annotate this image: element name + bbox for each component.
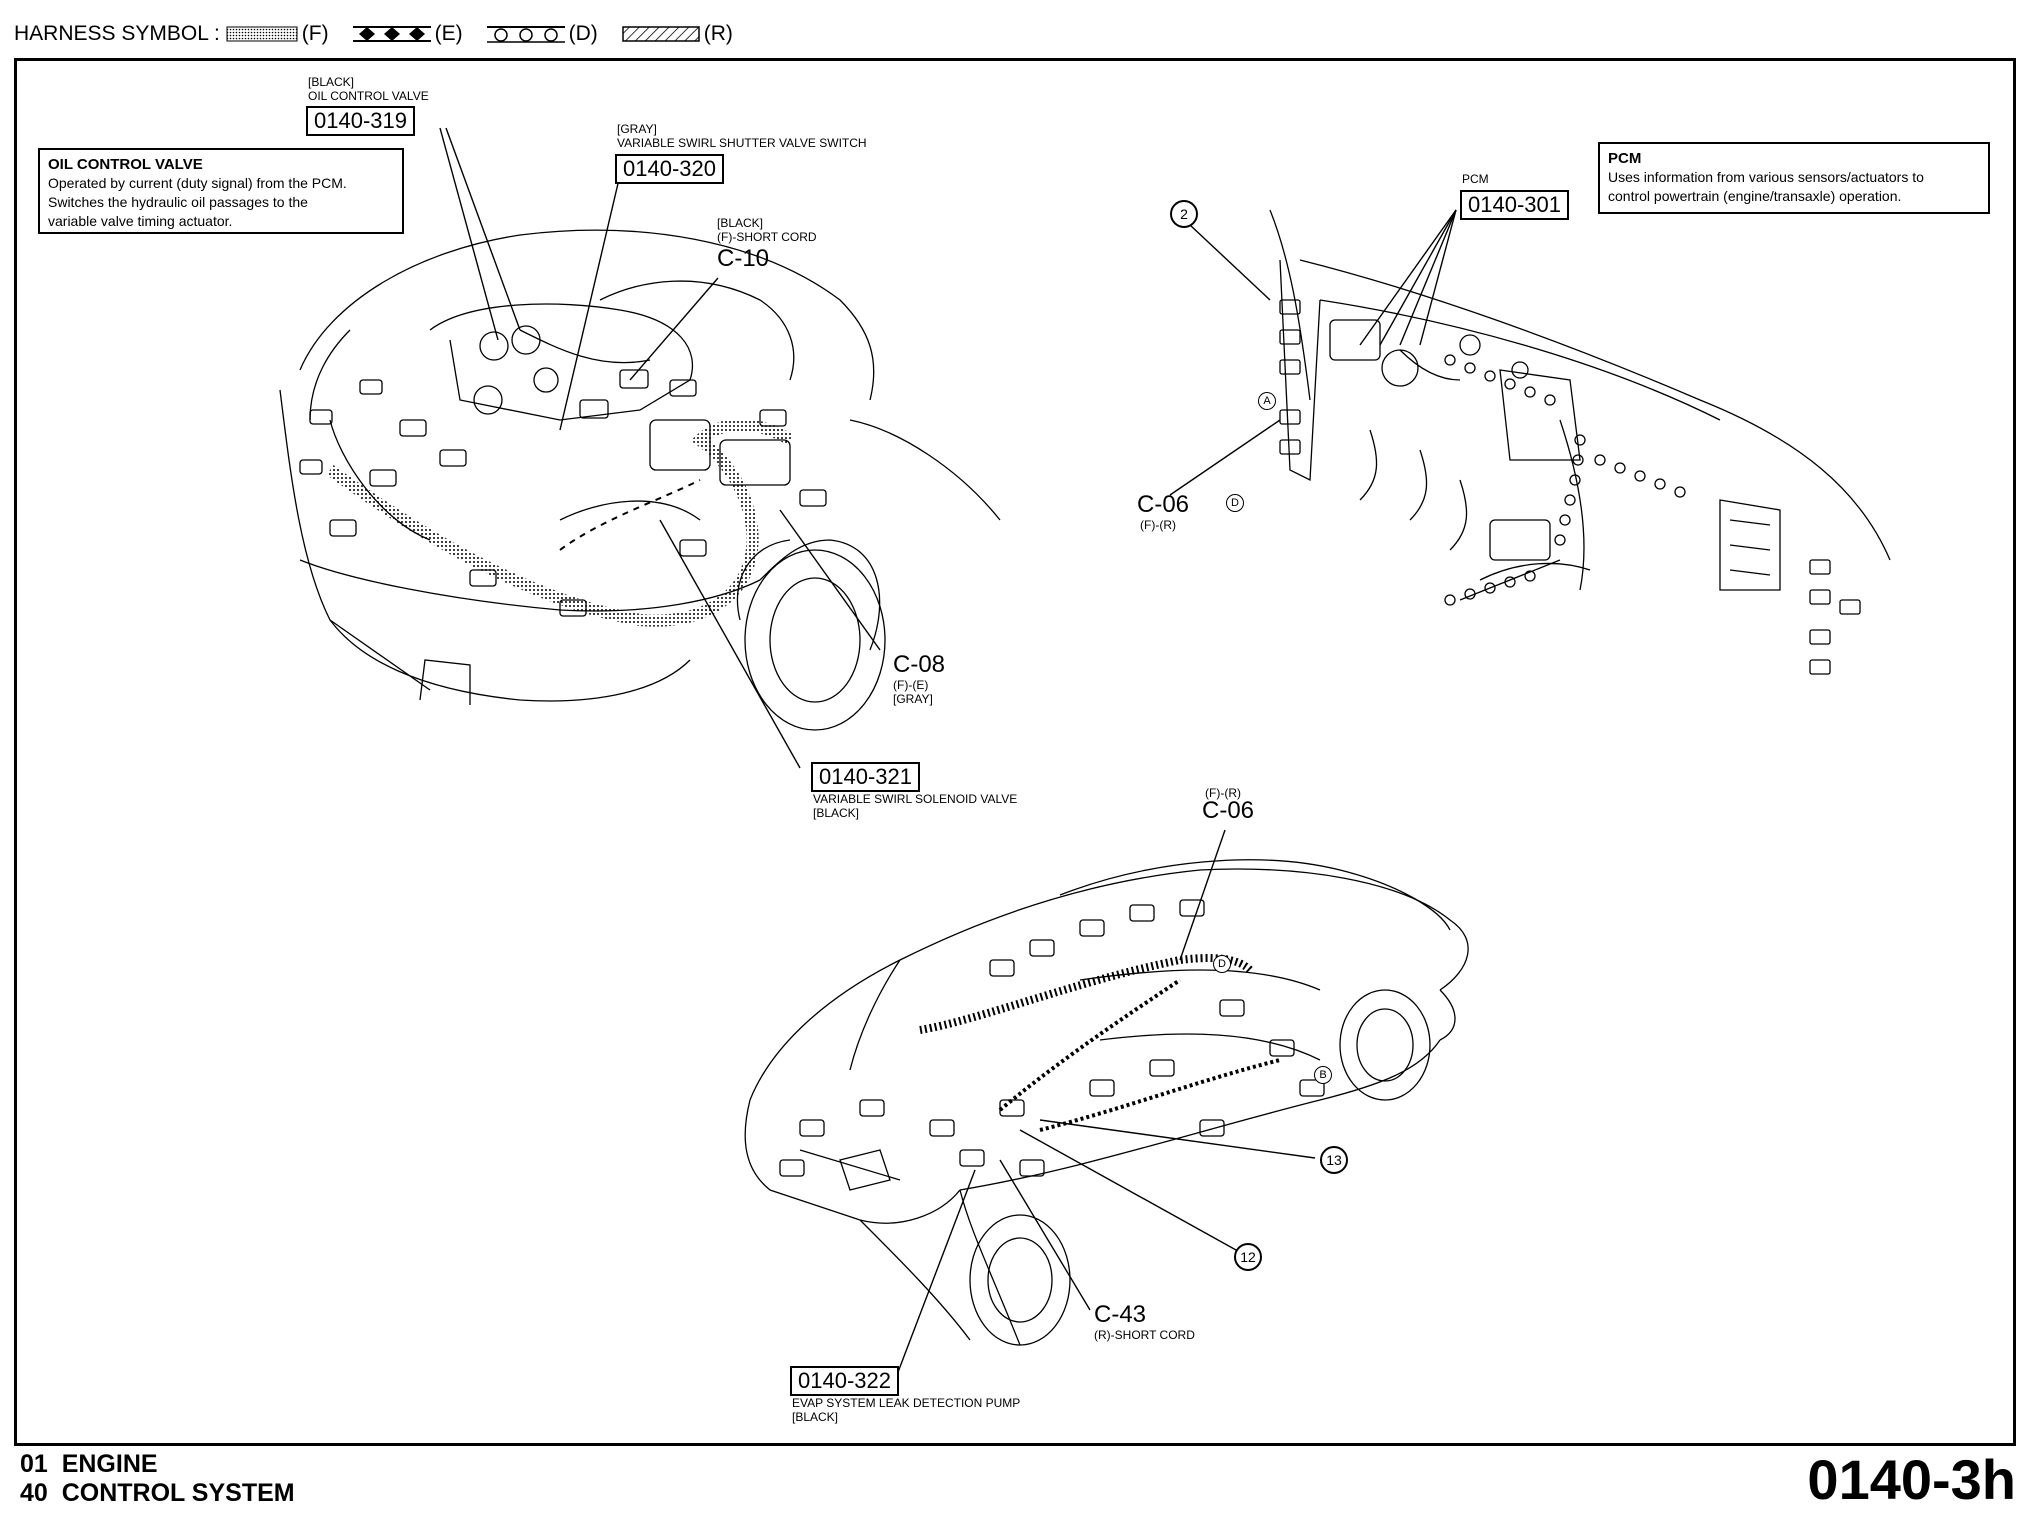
engine-compartment-drawing: [279, 229, 1001, 731]
c10-type: (F)-SHORT CORD: [717, 230, 817, 244]
swirl-shutter-switch-code: 0140-320: [615, 154, 724, 184]
evap-pump-label: EVAP SYSTEM LEAK DETECTION PUMP: [792, 1396, 1021, 1410]
section-footer: 01 ENGINE 40 CONTROL SYSTEM: [20, 1450, 295, 1508]
circle-harness-icon: [486, 24, 565, 44]
c06-dash-connector-id: C-06: [1137, 491, 1190, 518]
evap-pump-color: [BLACK]: [792, 1410, 839, 1424]
c06-dash-type: (F)-(R): [1140, 518, 1176, 532]
diamond-harness-icon: [352, 24, 431, 44]
dotted-harness-icon: [226, 25, 298, 43]
oil-control-valve-color: [BLACK]: [308, 75, 355, 89]
page-number: 0140-3h: [1807, 1448, 2016, 1511]
legend-code-r: (R): [703, 22, 733, 45]
harness-legend: HARNESS SYMBOL : (F) (E) (D) (R): [14, 22, 751, 46]
oil-control-valve-code: 0140-319: [306, 106, 415, 136]
hatched-harness-icon: [622, 24, 700, 44]
legend-code-d: (D): [568, 22, 598, 45]
c06-body-connector-id: C-06: [1202, 797, 1255, 824]
c06-body-type: (F)-(R): [1205, 786, 1241, 800]
marker-a: A: [1258, 392, 1276, 410]
ocv-desc-title: OIL CONTROL VALVE: [48, 156, 203, 173]
c08-type: (F)-(E): [893, 678, 929, 692]
vehicle-body-drawing: [744, 859, 1469, 1346]
marker-12: 12: [1234, 1243, 1262, 1271]
marker-b: B: [1314, 1066, 1332, 1084]
pcm-desc-line2: control powertrain (engine/transaxle) op…: [1608, 188, 1902, 204]
ocv-desc-line1: Operated by current (duty signal) from t…: [48, 175, 347, 191]
legend-label: HARNESS SYMBOL :: [14, 22, 220, 45]
pcm-code: 0140-301: [1460, 190, 1569, 220]
legend-code-f: (F): [301, 22, 329, 45]
pcm-desc-line1: Uses information from various sensors/ac…: [1608, 169, 1924, 185]
marker-d-body: D: [1213, 955, 1231, 973]
ocv-desc-line2: Switches the hydraulic oil passages to t…: [48, 194, 308, 210]
c08-connector-id: C-08: [893, 651, 946, 678]
marker-2: 2: [1170, 200, 1198, 228]
diagram-frame: [14, 58, 2016, 1446]
oil-control-valve-label: OIL CONTROL VALVE: [308, 89, 429, 103]
swirl-shutter-switch-color: [GRAY]: [617, 122, 657, 136]
c08-color: [GRAY]: [893, 692, 933, 706]
legend-code-e: (E): [434, 22, 463, 45]
swirl-solenoid-valve-color: [BLACK]: [813, 806, 860, 820]
swirl-shutter-switch-label: VARIABLE SWIRL SHUTTER VALVE SWITCH: [617, 136, 867, 150]
pcm-description: PCM Uses information from various sensor…: [1598, 142, 1990, 214]
pcm-desc-title: PCM: [1608, 150, 1642, 167]
ocv-desc-line3: variable valve timing actuator.: [48, 213, 233, 229]
swirl-solenoid-valve-label: VARIABLE SWIRL SOLENOID VALVE: [813, 792, 1018, 806]
pcm-label: PCM: [1462, 172, 1489, 186]
marker-d: D: [1226, 494, 1244, 512]
c10-connector-id: C-10: [717, 245, 770, 272]
swirl-solenoid-valve-code: 0140-321: [811, 762, 920, 792]
c43-type: (R)-SHORT CORD: [1094, 1328, 1195, 1342]
evap-pump-code: 0140-322: [790, 1366, 899, 1396]
marker-13: 13: [1320, 1146, 1348, 1174]
c10-color: [BLACK]: [717, 216, 764, 230]
dashboard-drawing: [1269, 209, 1891, 675]
footer-engine: 01 ENGINE: [20, 1450, 158, 1478]
oil-control-valve-description: OIL CONTROL VALVE Operated by current (d…: [38, 148, 404, 234]
c43-connector-id: C-43: [1094, 1301, 1147, 1328]
footer-control-system: 40 CONTROL SYSTEM: [20, 1479, 295, 1507]
